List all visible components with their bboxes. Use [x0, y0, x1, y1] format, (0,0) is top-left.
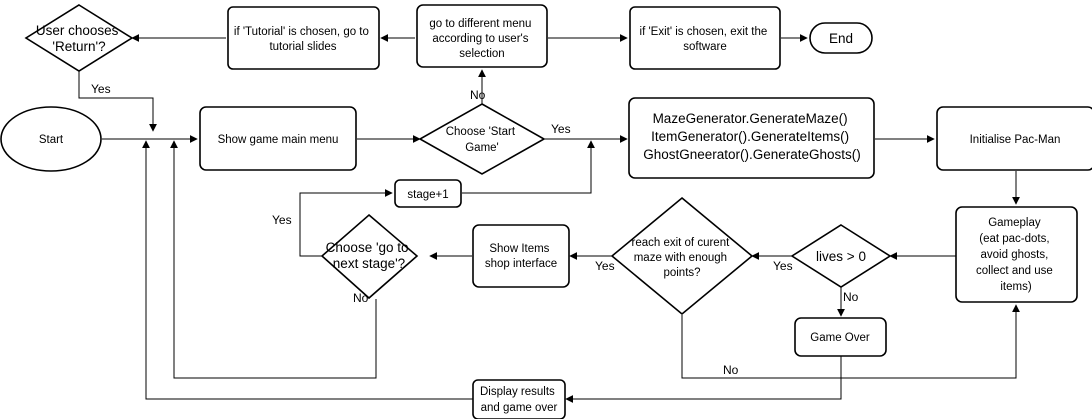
return-decision — [24, 4, 134, 72]
choose-start-label: Choose 'Start Game' — [446, 126, 519, 154]
choose-start-decision — [418, 103, 546, 175]
reach-exit-decision — [610, 196, 754, 316]
items-shop-node — [472, 224, 570, 288]
edge-nextstage-yes — [299, 189, 393, 257]
gameplay-label: Gameplay (eat pac-dots, avoid ghosts, co… — [976, 217, 1056, 293]
end-node — [809, 22, 873, 54]
start-node — [0, 106, 102, 172]
edges — [78, 34, 1020, 403]
menu-select-label: go to different menu according to user's… — [429, 18, 534, 60]
exit-choice-label: if 'Exit' is chosen, exit the software — [640, 26, 771, 53]
exit-no-label: No — [723, 363, 739, 377]
generate-node — [628, 97, 875, 179]
main-menu-node — [199, 106, 357, 171]
lives-decision — [790, 224, 892, 288]
reach-exit-label: reach exit of curent maze with enough po… — [631, 237, 732, 279]
game-over-label: Game Over — [810, 332, 870, 344]
lives-no-label: No — [843, 290, 859, 304]
next-stage-yes-label: Yes — [272, 213, 292, 227]
edge-stage-to-generate — [462, 140, 595, 194]
edge-exit-no — [681, 304, 1020, 379]
game-over-node — [794, 317, 887, 357]
stage-plus-label: stage+1 — [407, 189, 448, 201]
next-stage-label: Choose 'go to next stage'? — [326, 240, 413, 271]
menu-select-node — [416, 4, 548, 68]
items-shop-label: Show Items shop interface — [485, 243, 557, 270]
display-results-label: Display results and game over — [480, 386, 558, 414]
choose-start-no-label: No — [470, 88, 486, 102]
main-menu-label: Show game main menu — [218, 134, 339, 146]
exit-choice-node — [629, 6, 781, 70]
init-pacman-label: Initialise Pac-Man — [970, 134, 1061, 146]
tutorial-label: if 'Tutorial' is chosen, go to tutorial … — [234, 26, 372, 53]
stage-plus-node — [394, 179, 462, 208]
init-pacman-node — [936, 106, 1092, 171]
edge-results-to-menu — [142, 140, 473, 400]
gameplay-node — [955, 206, 1078, 303]
next-stage-no-label: No — [353, 291, 369, 305]
lives-yes-label: Yes — [773, 259, 793, 273]
edge-nextstage-no — [170, 140, 377, 379]
exit-yes-label: Yes — [595, 259, 615, 273]
end-label: End — [829, 31, 853, 46]
return-label: User chooses 'Return'? — [36, 23, 122, 54]
next-stage-decision — [320, 213, 419, 300]
edge-gameover-to-results — [565, 356, 842, 403]
display-results-node — [472, 379, 566, 419]
lives-label: lives > 0 — [816, 249, 866, 264]
return-yes-label: Yes — [91, 82, 111, 96]
generate-label: MazeGenerator.GenerateMaze() ItemGenerat… — [643, 111, 861, 162]
choose-start-yes-label: Yes — [551, 122, 571, 136]
edge-return-yes — [78, 70, 157, 132]
tutorial-node — [227, 6, 380, 70]
start-label: Start — [39, 134, 64, 146]
